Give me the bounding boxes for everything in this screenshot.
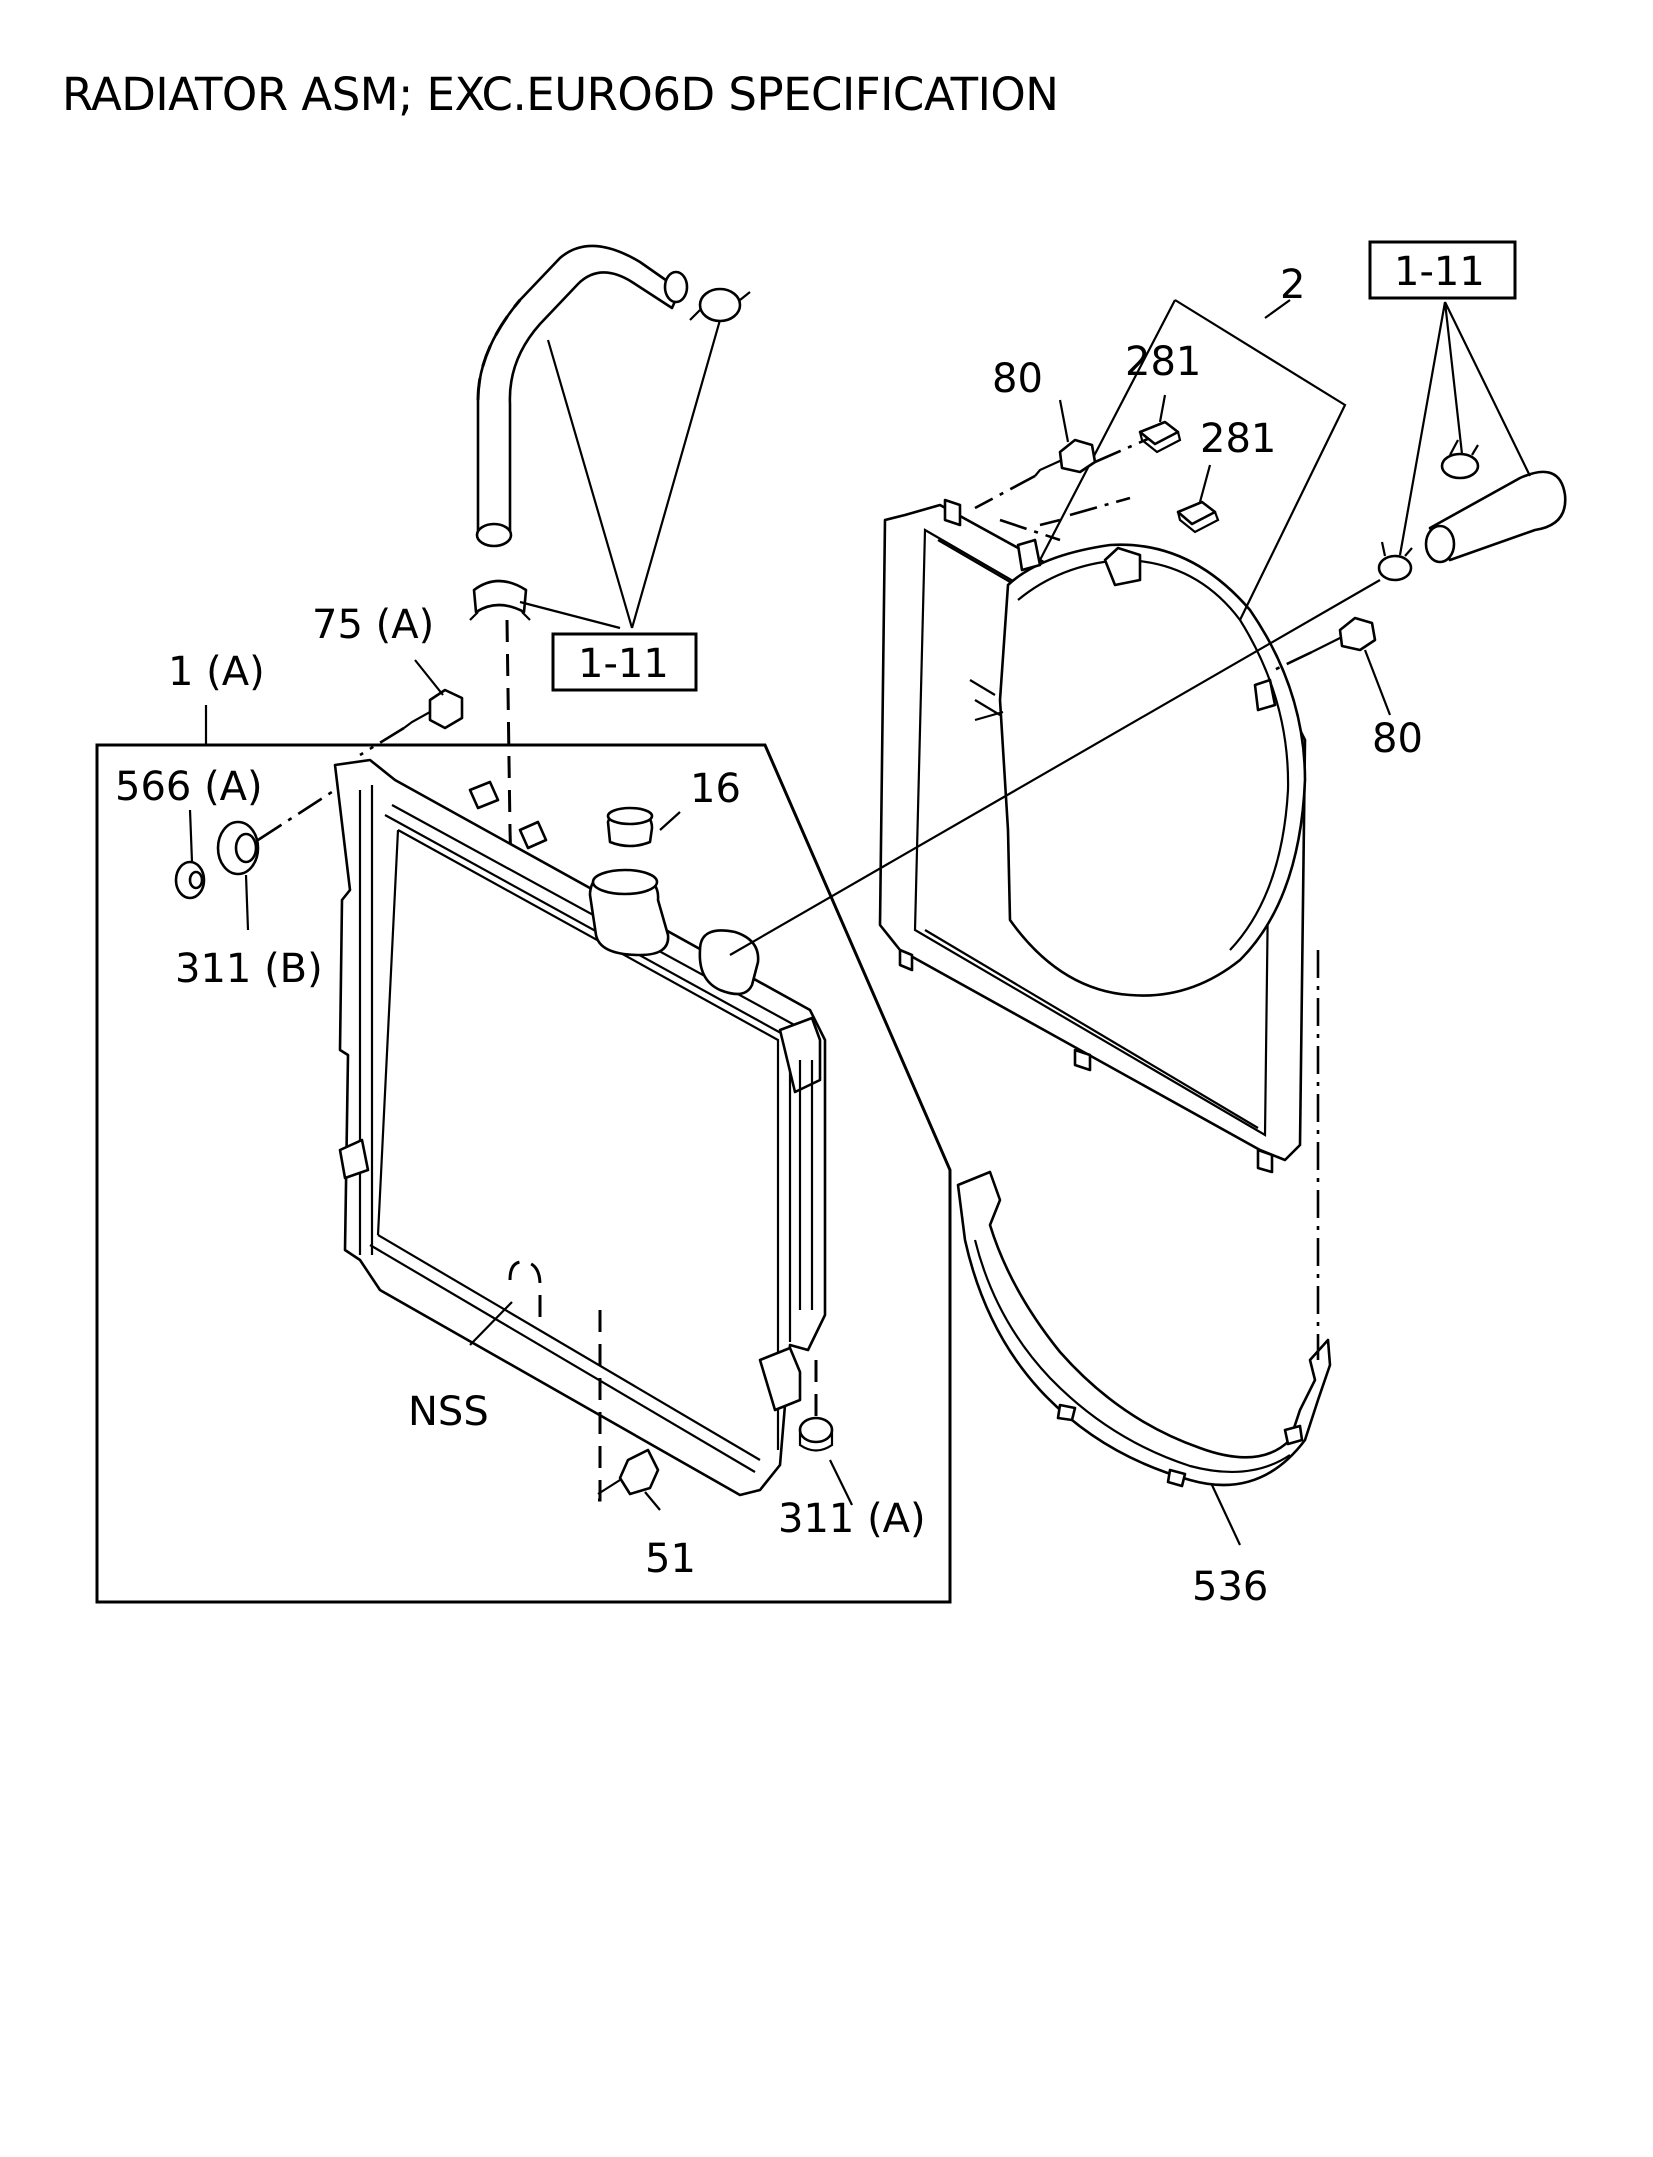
callout-drain-51: 51 — [645, 1536, 696, 1582]
ref-box-right — [1368, 240, 1517, 300]
outlet-alignment-line — [729, 579, 1381, 956]
clip-nut-281-a — [1138, 420, 1182, 454]
leader-ref-right — [1398, 301, 1531, 556]
leader-bolt-80-right — [1363, 649, 1392, 716]
leader-drain-51 — [644, 1491, 661, 1511]
callout-lower-shroud-536: 536 — [1192, 1564, 1268, 1610]
callout-bolt-80-right: 80 — [1372, 716, 1423, 762]
callout-cap-16: 16 — [690, 766, 741, 812]
callout-cushion-311a: 311 (A) — [778, 1496, 926, 1542]
callout-nut-281-b: 281 — [1200, 416, 1276, 462]
hose-clamp-lower — [469, 579, 531, 621]
leader-shroud-2-tail — [1264, 299, 1291, 319]
bolt-80-right-axis — [1269, 650, 1313, 674]
drain-plug-51 — [597, 1448, 660, 1496]
bolt-75-axis — [359, 726, 405, 757]
callout-ref-hose-right: 1-11 — [1394, 249, 1485, 295]
leader-shroud-2 — [1039, 299, 1347, 621]
callout-cushion-311b: 311 (B) — [175, 946, 323, 992]
leader-cap-16 — [659, 811, 681, 831]
lower-fan-shroud — [956, 1170, 1332, 1488]
bolt-80-top-axis — [974, 436, 1151, 510]
radiator-assembly-frame — [95, 743, 952, 1604]
leader-bolt-75 — [414, 659, 444, 696]
callout-nut-281-a: 281 — [1125, 339, 1201, 385]
callout-shroud-2: 2 — [1280, 262, 1305, 308]
page-title: RADIATOR ASM; EXC.EURO6D SPECIFICATION — [62, 68, 1059, 121]
upper-radiator-hose — [475, 244, 689, 548]
leader-cushion-311b — [244, 874, 250, 931]
leader-nut-281-b — [1198, 464, 1212, 503]
leader-collar-566 — [188, 809, 194, 863]
collar-566 — [174, 860, 206, 900]
radiator-core — [333, 758, 827, 1497]
hose-clamp-right-b — [1377, 541, 1413, 582]
fan-shroud — [878, 498, 1307, 1174]
hose-clamp-right-a — [1440, 439, 1480, 480]
leader-bolt-80-top — [1058, 399, 1070, 443]
nut-axis — [999, 496, 1131, 542]
drain-alignment — [508, 1260, 602, 1502]
leader-nut-281-a — [1158, 394, 1167, 423]
callout-bolt-75: 75 (A) — [312, 602, 434, 648]
ref-box-center — [551, 632, 698, 692]
clip-nut-281-b — [1176, 500, 1220, 534]
callout-collar-566: 566 (A) — [115, 764, 263, 810]
cushion-axis — [257, 788, 336, 842]
bolt-75 — [403, 688, 464, 730]
callout-ref-hose-center: 1-11 — [578, 641, 669, 687]
callout-nss: NSS — [408, 1389, 489, 1435]
leader-nss — [469, 1301, 513, 1346]
radiator-cap — [606, 806, 654, 848]
cushion-311a — [798, 1416, 834, 1452]
callout-bolt-80-top: 80 — [992, 356, 1043, 402]
bolt-80-right — [1311, 616, 1377, 653]
hose-clamp-upper — [689, 287, 751, 323]
callout-radiator-asm: 1 (A) — [168, 649, 265, 695]
leader-lower-shroud-536 — [1211, 1484, 1241, 1546]
leader-ref-center — [519, 319, 722, 630]
lower-radiator-hose — [1424, 470, 1567, 564]
hose-alignment-line — [505, 619, 524, 1266]
cushion-311b — [216, 820, 260, 876]
leader-cushion-311a — [829, 1459, 853, 1506]
